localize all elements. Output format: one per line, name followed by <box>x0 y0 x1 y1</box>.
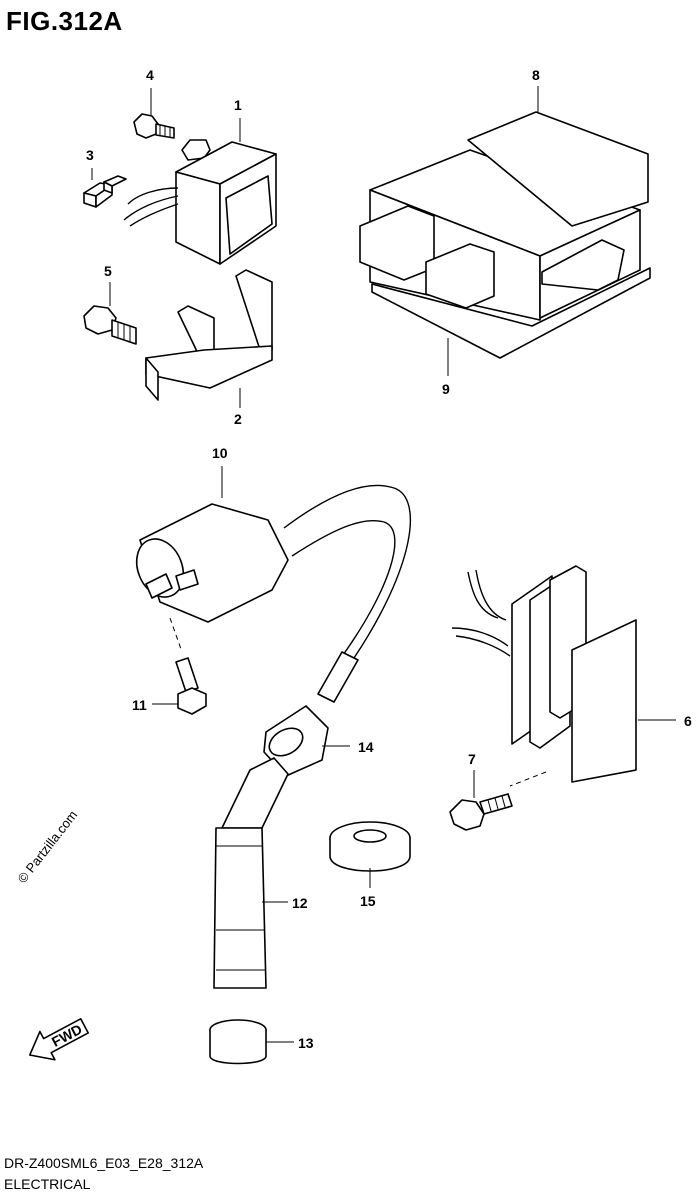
callout-9: 9 <box>442 381 450 397</box>
callout-10: 10 <box>212 445 228 461</box>
callout-4: 4 <box>146 67 154 83</box>
callout-5: 5 <box>104 263 112 279</box>
part-7-bolt[interactable] <box>449 770 513 831</box>
callout-11: 11 <box>132 697 147 713</box>
part-11-bolt[interactable] <box>152 657 207 715</box>
part-4-bolt[interactable] <box>133 88 175 139</box>
part-12-plug-cap[interactable] <box>213 757 289 989</box>
callout-12: 12 <box>292 895 308 911</box>
callout-8: 8 <box>532 67 540 83</box>
part-13-cover[interactable] <box>209 1019 294 1065</box>
callout-13: 13 <box>298 1035 314 1051</box>
fwd-arrow-icon: FWD <box>28 1018 90 1061</box>
part-9-pad[interactable] <box>371 267 651 376</box>
part-8-ecm-unit[interactable] <box>359 86 649 321</box>
part-5-bolt[interactable] <box>83 282 137 345</box>
callout-7: 7 <box>468 751 476 767</box>
callout-14: 14 <box>358 739 374 755</box>
callout-15: 15 <box>360 893 376 909</box>
callout-2: 2 <box>234 411 242 427</box>
part-15-grommet[interactable] <box>329 821 411 888</box>
callout-1: 1 <box>234 97 242 113</box>
part-10-ignition-coil[interactable] <box>128 466 411 703</box>
part-2-bracket[interactable] <box>145 269 273 408</box>
part-1-relay[interactable] <box>123 118 277 265</box>
watermark: © Partzilla.com <box>15 808 81 886</box>
figure-title: FIG.312A <box>6 6 123 36</box>
callout-6: 6 <box>684 713 692 729</box>
diagram-description: ELECTRICAL <box>4 1176 91 1192</box>
diagram-code: DR-Z400SML6_E03_E28_312A <box>4 1155 204 1171</box>
part-14-seal[interactable] <box>263 705 350 777</box>
part-3-fuse[interactable] <box>83 168 127 208</box>
fwd-label: FWD <box>49 1021 85 1050</box>
part-6-regulator[interactable] <box>451 565 676 787</box>
callout-3: 3 <box>86 147 94 163</box>
